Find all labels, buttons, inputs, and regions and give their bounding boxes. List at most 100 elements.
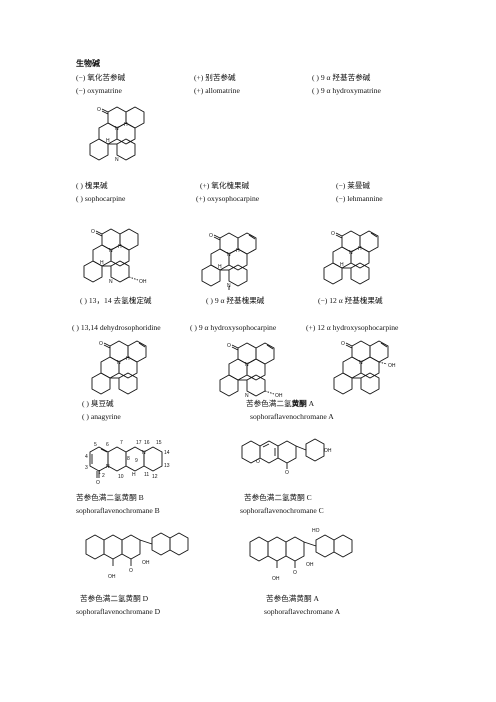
label-hydroxymatrine-cn: ( ) 9 α 羟基苦参碱 xyxy=(312,73,371,82)
svg-text:N: N xyxy=(245,393,249,399)
svg-text:O: O xyxy=(341,341,345,347)
svg-text:H: H xyxy=(236,248,240,254)
label-lehmannine-en: (−) lehmannine xyxy=(336,194,383,203)
svg-text:N: N xyxy=(349,250,353,256)
oxysophocarpine-structure: O N N H H xyxy=(201,232,257,290)
hydroxysophocarpine-12-structure: O N OH xyxy=(333,340,396,395)
svg-text:OH: OH xyxy=(388,363,396,369)
svg-text:4: 4 xyxy=(85,454,88,460)
hydroxysophocarpine-9-structure: O N N OH xyxy=(219,342,283,399)
svg-text:6: 6 xyxy=(106,442,109,448)
svg-text:H: H xyxy=(124,122,128,128)
label-flavenochromane-a-en: sophoraflavenochromane A xyxy=(250,412,334,421)
svg-text:14: 14 xyxy=(164,450,170,456)
svg-text:O: O xyxy=(285,470,289,476)
label-flavenochromane-c-en: sophoraflavenochromane C xyxy=(240,506,324,515)
label-oxymatrine-cn: (−) 氧化苦参碱 xyxy=(76,73,126,82)
svg-text:N: N xyxy=(142,450,146,456)
label-flavenochromane-c-cn: 苦参色满二氢黄酮 C xyxy=(244,493,312,502)
svg-text:13: 13 xyxy=(164,463,170,469)
svg-text:O: O xyxy=(96,480,100,486)
label-hydroxysophocarpine-9-en: ( ) 9 α hydroxysophocarpine xyxy=(190,323,277,332)
svg-text:17: 17 xyxy=(136,440,142,446)
svg-text:OH: OH xyxy=(139,279,147,285)
label-oxysophocarpine-cn: (+) 氧化槐果碱 xyxy=(200,181,250,190)
label-allomatrine-en: (+) allomatrine xyxy=(194,86,240,95)
svg-text:1: 1 xyxy=(98,470,101,476)
svg-text:O: O xyxy=(331,231,335,237)
svg-text:O: O xyxy=(256,459,260,465)
flavenochromane-b-structure: O OH OH xyxy=(85,532,189,580)
svg-text:5: 5 xyxy=(94,442,97,448)
label-oxymatrine-en: (−) oxymatrine xyxy=(76,86,122,95)
label-flavenochromane-a-cn-tail: A xyxy=(306,399,315,408)
svg-text:15: 15 xyxy=(156,440,162,446)
label-lehmannine-cn: (−) 莱曼碱 xyxy=(336,181,371,190)
svg-text:OH: OH xyxy=(108,574,116,580)
svg-text:H: H xyxy=(340,262,344,268)
anagyrine-structure: O N N H 5 6 7 4 3 2 1 10 8 9 16 17 15 14… xyxy=(85,440,170,486)
svg-text:16: 16 xyxy=(144,440,150,446)
svg-text:N: N xyxy=(227,283,231,289)
label-flavenochromane-d-cn: 苦参色满二氢黄酮 D xyxy=(80,594,149,603)
label-flavenochromane-a-cn-main: 苦参色满二氢 xyxy=(246,399,292,408)
label-flavenochromane-b-en: sophoraflavenochromane B xyxy=(76,506,160,515)
svg-text:N: N xyxy=(359,360,363,366)
svg-text:O: O xyxy=(99,341,103,347)
label-hydroxysophocarpine-12-cn: (−) 12 α 羟基槐果碱 xyxy=(318,296,383,305)
svg-text:O: O xyxy=(227,343,231,349)
svg-text:9: 9 xyxy=(135,458,138,464)
svg-text:H: H xyxy=(118,244,122,250)
label-flavenochromane-a-cn-bold: 黄酮 xyxy=(291,399,307,408)
svg-text:N: N xyxy=(115,157,119,163)
svg-text:12: 12 xyxy=(152,474,158,480)
flavenochromane-c-structure: O OH OH HO xyxy=(249,528,353,582)
hydroxy-alkaloid-structure-1: O N N H H OH xyxy=(83,228,147,285)
label-anagyrine-en: ( ) anagyrine xyxy=(82,412,121,421)
label-hydroxysophocarpine-12-en: (+) 12 α hydroxysophocarpine xyxy=(306,323,399,332)
lehmannine-structure: O N H H xyxy=(323,230,379,285)
label-allomatrine-cn: (+) 别苦参碱 xyxy=(194,73,236,82)
section-heading: 生物碱 xyxy=(76,59,100,68)
label-flavechromane-a-en: sophoraflavechromane A xyxy=(264,607,341,616)
label-hydroxysophocarpine-9-cn: ( ) 9 α 羟基槐果碱 xyxy=(206,296,265,305)
svg-text:O: O xyxy=(97,107,101,113)
svg-text:2: 2 xyxy=(102,473,105,479)
label-flavechromane-a-cn: 苦参色满黄酮 A xyxy=(266,594,319,603)
svg-text:HO: HO xyxy=(312,528,320,534)
svg-text:O: O xyxy=(91,229,95,235)
svg-text:H: H xyxy=(106,138,110,144)
svg-text:N: N xyxy=(109,248,113,254)
label-sophocarpine-en: ( ) sophocarpine xyxy=(76,194,126,203)
label-anagyrine-cn: ( ) 臭豆碱 xyxy=(82,399,114,408)
svg-text:N: N xyxy=(106,464,110,470)
svg-text:N: N xyxy=(109,279,113,285)
oxymatrine-structure: O N N H H xyxy=(89,106,145,163)
label-oxysophocarpine-en: (+) oxysophocarpine xyxy=(196,194,260,203)
dehydrosophoridine-structure: O N H xyxy=(91,340,147,395)
svg-text:7: 7 xyxy=(120,440,123,446)
svg-text:O: O xyxy=(293,570,297,576)
svg-text:H: H xyxy=(126,356,130,362)
label-dehydrosophoridine-cn: ( ) 13，14 去氢槐定碱 xyxy=(80,296,152,305)
svg-text:3: 3 xyxy=(85,465,88,471)
svg-text:8: 8 xyxy=(127,456,130,462)
label-flavenochromane-a-cn: 苦参色满二氢黄酮 A xyxy=(246,399,314,408)
svg-text:N: N xyxy=(245,362,249,368)
svg-text:OH: OH xyxy=(142,560,150,566)
svg-text:10: 10 xyxy=(118,474,124,480)
svg-text:11: 11 xyxy=(144,472,149,478)
svg-text:OH: OH xyxy=(272,576,280,582)
flavenochromane-a-structure: O OH O xyxy=(241,438,332,476)
svg-text:OH: OH xyxy=(275,393,283,399)
label-dehydrosophoridine-en: ( ) 13,14 dehydrosophoridine xyxy=(72,323,161,332)
label-flavenochromane-d-en: sophoraflavenochromane D xyxy=(76,607,161,616)
svg-text:O: O xyxy=(129,568,133,574)
label-sophocarpine-cn: ( ) 槐果碱 xyxy=(76,181,108,190)
label-flavenochromane-b-cn: 苦参色满二氢黄酮 B xyxy=(76,493,144,502)
label-hydroxymatrine-en: ( ) 9 α hydroxymatrine xyxy=(312,86,381,95)
svg-text:N: N xyxy=(117,360,121,366)
svg-text:OH: OH xyxy=(324,448,332,454)
svg-text:N: N xyxy=(115,126,119,132)
svg-text:O: O xyxy=(209,233,213,239)
